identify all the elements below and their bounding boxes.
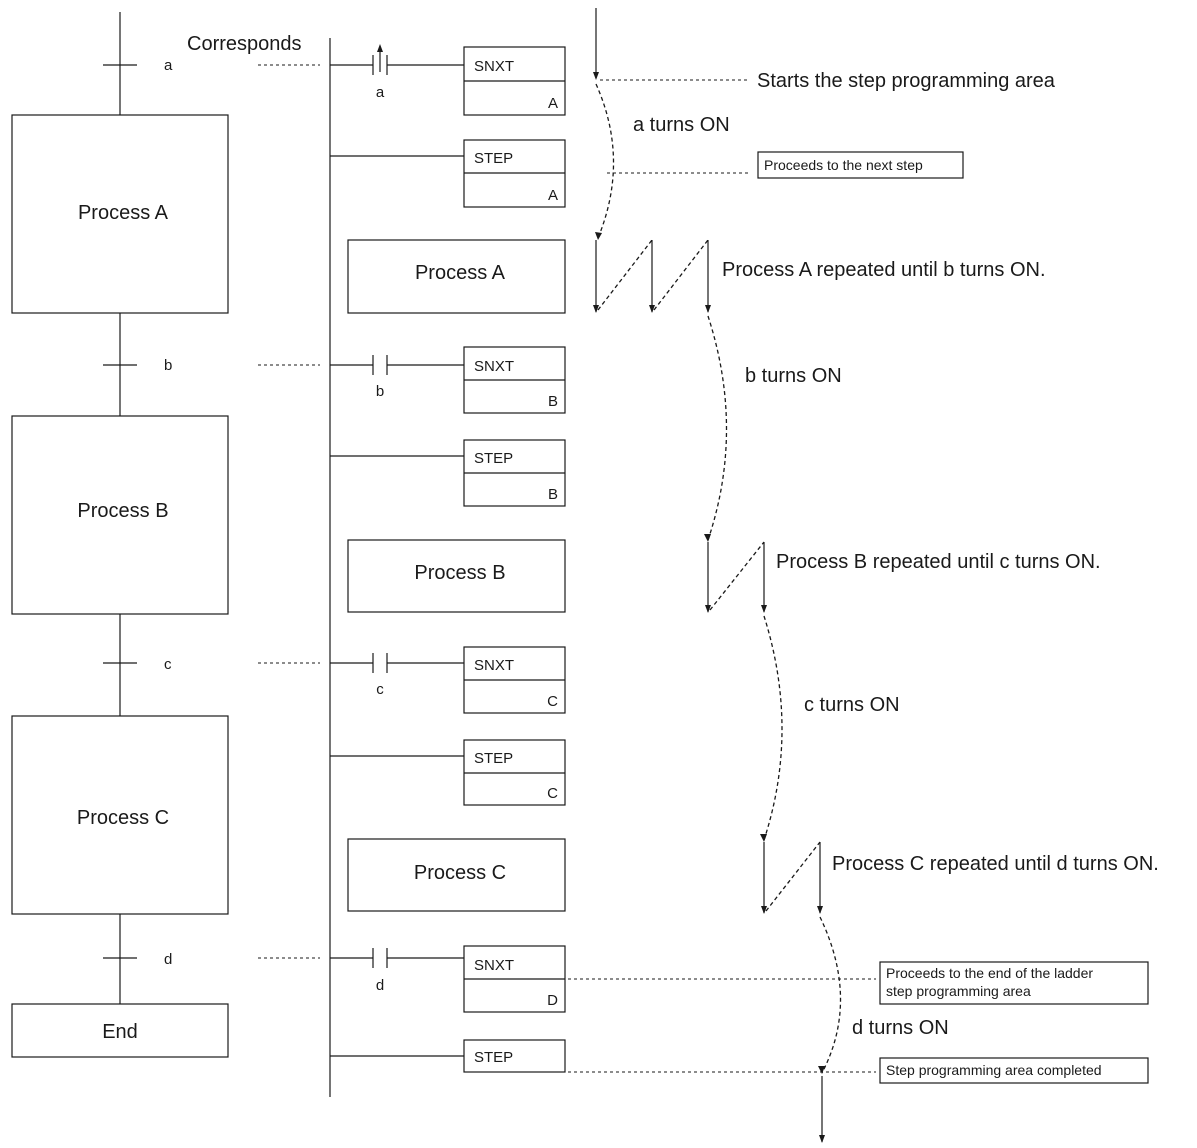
step-end-block xyxy=(463,1039,566,1073)
d-on-annotation: d turns ON xyxy=(852,1017,949,1039)
arrowhead-icon xyxy=(818,1066,825,1074)
contact-label-d: d xyxy=(376,977,384,994)
repeat-c-annotation: Process C repeated until d turns ON. xyxy=(832,853,1159,875)
step-c-operand: C xyxy=(547,785,558,802)
snxt-d-mnemonic: SNXT xyxy=(474,957,514,974)
arrowhead-icon xyxy=(819,1135,825,1143)
snxt-a-mnemonic: SNXT xyxy=(474,58,514,75)
repeat-a-annotation: Process A repeated until b turns ON. xyxy=(722,259,1046,281)
snxt-c-mnemonic: SNXT xyxy=(474,657,514,674)
snxt-b-operand: B xyxy=(548,393,558,410)
process-c-block-label: Process C xyxy=(414,862,506,884)
arrowhead-icon xyxy=(595,232,602,240)
repeat-b-return xyxy=(709,541,765,611)
next-step-note-box xyxy=(757,151,964,179)
end-area-note-box xyxy=(879,961,1149,1005)
repeat-a-return-1 xyxy=(597,239,653,311)
c-on-annotation: c turns ON xyxy=(804,694,900,716)
process-c-step-label: Process C xyxy=(77,807,169,829)
step-a-mnemonic: STEP xyxy=(474,150,513,167)
transition-c-curve xyxy=(763,615,783,841)
arrowhead-icon xyxy=(705,605,711,613)
step-b-mnemonic: STEP xyxy=(474,450,513,467)
contact-label-b: b xyxy=(376,383,384,400)
arrowhead-icon xyxy=(761,605,767,613)
arrowhead-icon xyxy=(705,305,711,313)
snxt-b-mnemonic: SNXT xyxy=(474,358,514,375)
process-b-block-label: Process B xyxy=(414,562,505,584)
repeat-a-return-2 xyxy=(653,239,709,311)
arrowhead-icon xyxy=(593,305,599,313)
contact-label-c: c xyxy=(376,681,384,698)
process-b-block xyxy=(347,539,566,613)
b-on-annotation: b turns ON xyxy=(745,365,842,387)
transition-b-curve xyxy=(707,315,728,541)
up-differentiation-arrow-icon xyxy=(377,44,383,52)
contact-label-a: a xyxy=(376,84,385,101)
repeat-b-annotation: Process B repeated until c turns ON. xyxy=(776,551,1101,573)
transition-label-b: b xyxy=(164,357,172,374)
transition-label-c: c xyxy=(164,656,172,673)
completed-note: Step programming area completed xyxy=(886,1062,1102,1078)
step-c-mnemonic: STEP xyxy=(474,750,513,767)
arrowhead-icon xyxy=(704,534,711,542)
end-area-note-line2: step programming area xyxy=(886,983,1031,999)
arrowhead-icon xyxy=(761,906,767,914)
transition-label-d: d xyxy=(164,951,172,968)
transition-a-curve xyxy=(595,83,615,239)
process-a-block xyxy=(347,239,566,314)
step-end-mnemonic: STEP xyxy=(474,1049,513,1066)
process-c-block xyxy=(347,838,566,912)
start-annotation: Starts the step programming area xyxy=(757,70,1056,92)
correspondence-lines xyxy=(258,64,320,959)
flowchart: a Corresponds Process A b Process B c Pr… xyxy=(11,12,302,1058)
arrowhead-icon xyxy=(649,305,655,313)
step-b-operand: B xyxy=(548,486,558,503)
corresponds-label: Corresponds xyxy=(187,33,302,55)
process-a-block-label: Process A xyxy=(415,262,506,284)
step-a-operand: A xyxy=(548,187,558,204)
snxt-a-operand: A xyxy=(548,95,558,112)
completed-note-box xyxy=(879,1057,1149,1084)
snxt-d-operand: D xyxy=(547,992,558,1009)
transition-label-a: a xyxy=(164,57,173,74)
a-on-annotation: a turns ON xyxy=(633,114,730,136)
arrowhead-icon xyxy=(593,72,599,80)
process-c-step-box xyxy=(11,715,229,915)
process-b-step-label: Process B xyxy=(77,500,168,522)
end-area-note-line1: Proceeds to the end of the ladder xyxy=(886,965,1093,981)
repeat-c-return xyxy=(765,841,821,912)
transition-d-curve xyxy=(819,916,842,1074)
next-step-note: Proceeds to the next step xyxy=(764,157,923,173)
process-a-step-box xyxy=(11,114,229,314)
snxt-c-operand: C xyxy=(547,693,558,710)
end-box xyxy=(11,1003,229,1058)
ladder: a SNXT A STEP A Process A b SNXT B STEP … xyxy=(329,38,566,1097)
execution-flow: Starts the step programming area a turns… xyxy=(568,8,1159,1143)
process-a-step-label: Process A xyxy=(78,202,169,224)
arrowhead-icon xyxy=(760,834,767,842)
arrowhead-icon xyxy=(817,906,823,914)
end-label: End xyxy=(102,1021,138,1043)
